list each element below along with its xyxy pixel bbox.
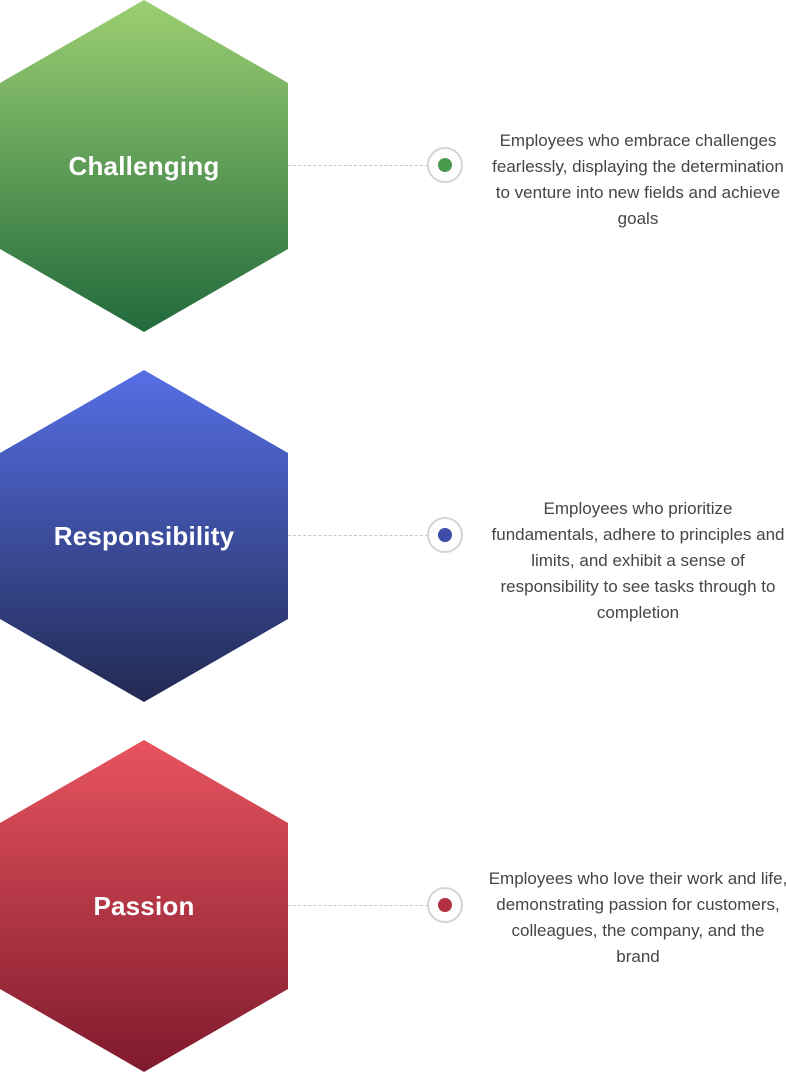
value-row-responsibility: Responsibility Employees who prioritize …	[0, 370, 786, 702]
marker-circle	[427, 887, 463, 923]
hexagon-passion	[0, 740, 288, 1072]
connector-line	[288, 905, 428, 906]
connector-line	[288, 535, 428, 536]
description-challenging: Employees who embrace challenges fearles…	[492, 131, 784, 228]
value-row-challenging: Challenging Employees who embrace challe…	[0, 0, 786, 332]
description-passion: Employees who love their work and life, …	[488, 869, 786, 966]
marker-dot-responsibility	[438, 528, 452, 542]
hexagon-label-responsibility: Responsibility	[53, 521, 235, 551]
description-responsibility: Employees who prioritize fundamentals, a…	[491, 499, 785, 622]
hexagon-label-challenging: Challenging	[68, 151, 220, 181]
marker-circle	[427, 147, 463, 183]
hexagon-challenging	[0, 0, 288, 332]
hexagon-label-passion: Passion	[93, 891, 195, 921]
hexagon-responsibility	[0, 370, 288, 702]
connector-line	[288, 165, 428, 166]
value-row-passion: Passion Employees who love their work an…	[0, 740, 786, 1072]
marker-dot-challenging	[438, 158, 452, 172]
marker-dot-passion	[438, 898, 452, 912]
marker-circle	[427, 517, 463, 553]
